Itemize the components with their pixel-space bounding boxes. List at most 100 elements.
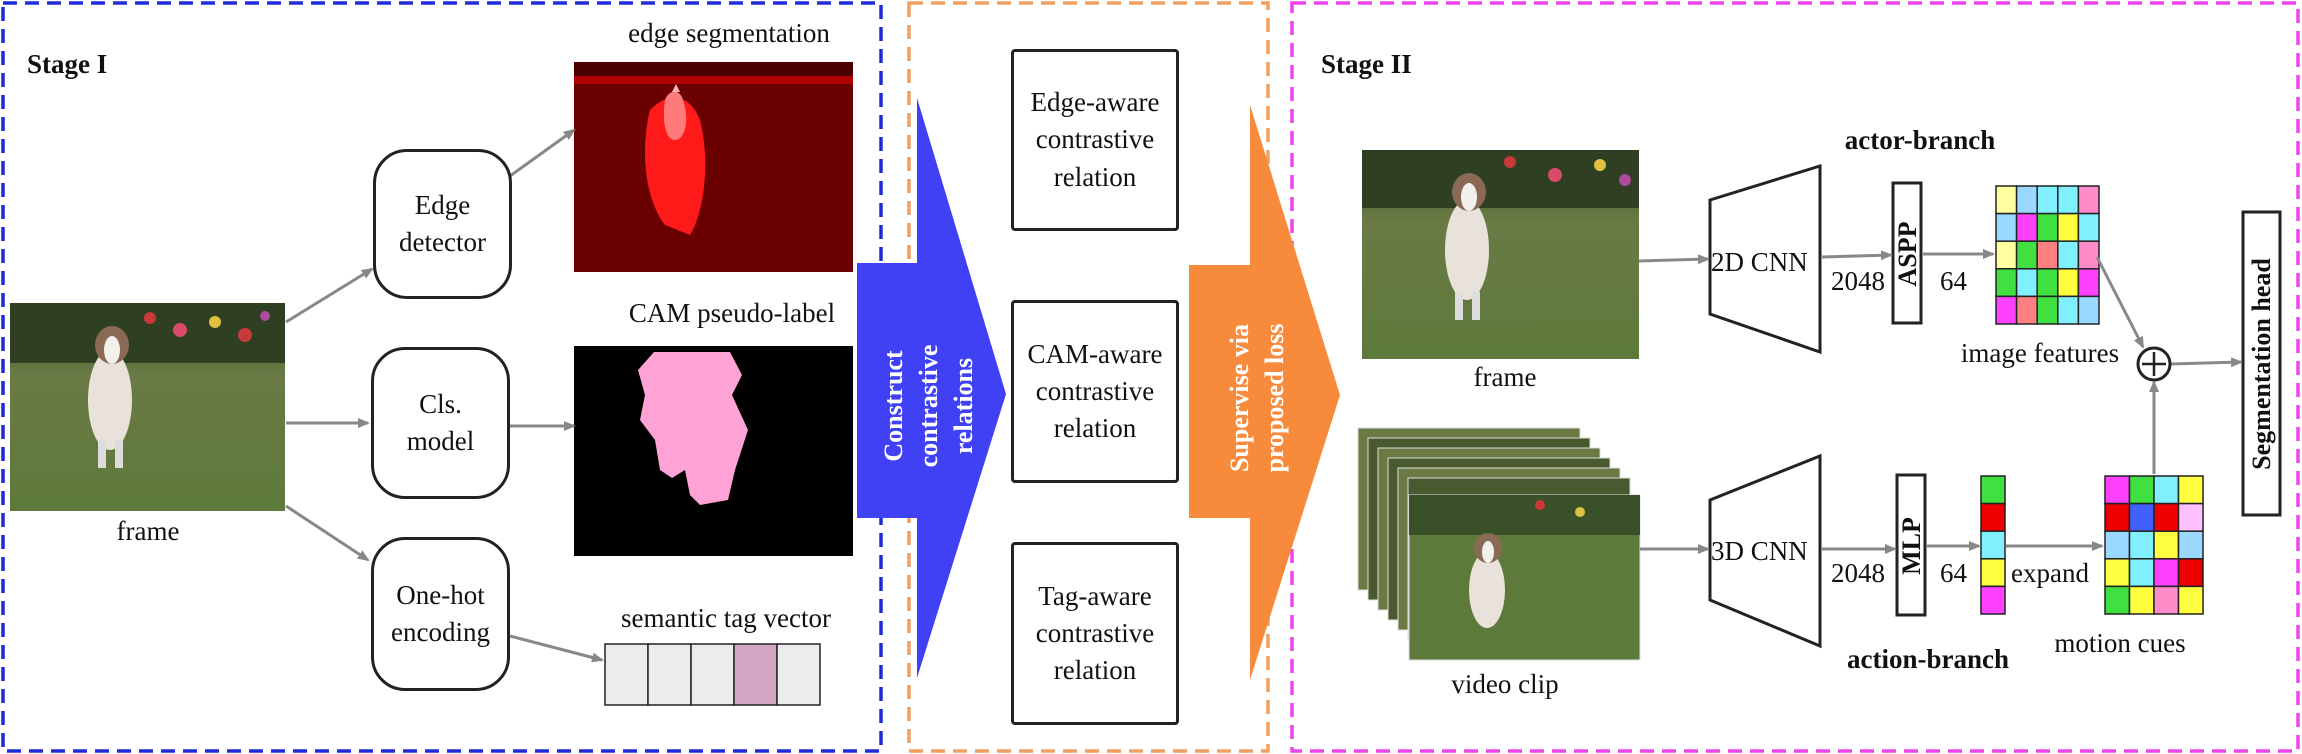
image-feature-cell: [1995, 295, 2018, 325]
image-feature-cell: [2057, 185, 2080, 215]
edge-segmentation-label: edge segmentation: [628, 18, 830, 48]
edge-segmentation-image: [574, 62, 853, 272]
image-feature-cell: [2036, 212, 2059, 242]
tag-aware-relation-box: Tag-aware contrastive relation: [1011, 542, 1179, 725]
video-clip-stack: [1357, 427, 1641, 661]
dim-in-bottom: 2048: [1831, 558, 1885, 588]
segmentation-head-label: Segmentation head: [2247, 258, 2276, 470]
stage2-frame-image: [1362, 150, 1639, 359]
tag-vector-cell: [647, 643, 692, 706]
image-feature-cell: [2036, 240, 2059, 270]
motion-cue-cell: [2104, 558, 2131, 588]
motion-cue-cell: [2104, 585, 2131, 615]
cnn3d-block: [1708, 453, 1822, 649]
motion-cue-cell: [2104, 530, 2131, 560]
stage2-frame-label: frame: [1473, 362, 1537, 392]
cls-model-box: Cls. model: [371, 347, 510, 499]
mlp-vector-cell: [1980, 502, 2006, 532]
plus-to-head-arrow: [2169, 357, 2243, 368]
stage1-frame-label: frame: [116, 516, 180, 546]
tag-vector-cell: [733, 643, 778, 706]
mlp-vector-cell: [1980, 558, 2006, 588]
motion-cue-cell: [2177, 530, 2204, 560]
construct-relations-text: Construct contrastive relations: [879, 344, 979, 468]
motion-cue-cell: [2128, 585, 2155, 615]
motion-cue-cell: [2128, 475, 2155, 505]
expand-label: expand: [2011, 558, 2089, 588]
cnn2d-label: 2D CNN: [1711, 247, 1808, 277]
tag-vector-cell: [776, 643, 821, 706]
dim-in-top: 2048: [1831, 266, 1885, 296]
stage1-title: Stage I: [27, 49, 108, 79]
image-feature-cell: [1995, 212, 2018, 242]
frame-to-edge-arrow: [285, 267, 374, 324]
image-feature-cell: [2036, 268, 2059, 298]
mlp-vector-cell: [1980, 475, 2006, 505]
onehot-encoding-box: One-hot encoding: [371, 537, 510, 691]
motion-cue-cell: [2153, 530, 2180, 560]
motion-cue-cell: [2128, 558, 2155, 588]
image-feature-cell: [2057, 295, 2080, 325]
tag-vector-cell: [690, 643, 735, 706]
2dcnn-to-aspp-arrow: [1821, 250, 1893, 261]
mlp-vector-cell: [1980, 585, 2006, 615]
supervise-loss-arrow: [1189, 105, 1340, 680]
segmentation-head-box: [2241, 210, 2282, 517]
mlp-box: [1895, 473, 1927, 617]
cam-pseudo-label-label: CAM pseudo-label: [628, 298, 836, 328]
cnn2d-block: [1708, 163, 1822, 355]
motion-cue-cell: [2128, 502, 2155, 532]
image-feature-cell: [2015, 240, 2038, 270]
motion-cues-grid: [2104, 475, 2204, 615]
frame-to-2dcnn-arrow: [1638, 254, 1710, 265]
construct-relations-arrow: [857, 98, 1006, 678]
image-feature-cell: [1995, 268, 2018, 298]
motion-cue-cell: [2153, 475, 2180, 505]
motion-cue-cell: [2177, 558, 2204, 588]
image-feature-cell: [1995, 240, 2018, 270]
image-feature-cell: [2015, 212, 2038, 242]
motion-cue-cell: [2177, 475, 2204, 505]
cnn3d-label: 3D CNN: [1711, 536, 1808, 566]
image-feature-cell: [2015, 295, 2038, 325]
mlp-vector-cell: [1980, 530, 2006, 560]
semantic-tag-vector: [604, 643, 821, 706]
image-feature-cell: [2036, 295, 2059, 325]
features-to-plus-arrow: [2095, 256, 2145, 349]
cam-pseudo-label-image: [574, 346, 853, 556]
video-front-frame: [1408, 494, 1641, 661]
image-feature-cell: [2015, 185, 2038, 215]
motion-cue-cell: [2104, 475, 2131, 505]
edge-detector-box: Edge detector: [373, 149, 512, 299]
motion-cue-cell: [2104, 502, 2131, 532]
aspp-box: [1891, 181, 1923, 325]
image-feature-cell: [2015, 268, 2038, 298]
image-feature-cell: [2077, 268, 2100, 298]
image-feature-cell: [2077, 185, 2100, 215]
dim-out-top: 64: [1940, 266, 1967, 296]
motion-cue-cell: [2153, 585, 2180, 615]
stage1-frame-image: [10, 303, 285, 511]
mlp-label: MLP: [1897, 517, 1926, 575]
mlp-vector: [1980, 475, 2006, 615]
edge-aware-relation-box: Edge-aware contrastive relation: [1011, 49, 1179, 231]
image-feature-cell: [1995, 185, 2018, 215]
image-feature-cell: [2057, 212, 2080, 242]
image-feature-cell: [2057, 240, 2080, 270]
supervise-loss-text: Supervise via proposed loss: [1225, 323, 1290, 473]
motion-cue-cell: [2153, 558, 2180, 588]
motion-cue-cell: [2177, 502, 2204, 532]
motion-cue-cell: [2153, 502, 2180, 532]
image-feature-cell: [2077, 240, 2100, 270]
edge-to-seg-arrow: [509, 128, 576, 178]
motion-cues-label: motion cues: [2054, 628, 2186, 658]
action-branch-label: action-branch: [1847, 644, 2009, 674]
stage2-title: Stage II: [1321, 49, 1412, 79]
onehot-to-tag-arrow: [509, 634, 604, 663]
image-feature-cell: [2077, 295, 2100, 325]
cam-aware-relation-box: CAM-aware contrastive relation: [1011, 300, 1179, 483]
image-features-grid: [1995, 185, 2100, 325]
dim-out-bottom: 64: [1940, 558, 1967, 588]
frame-to-onehot-arrow: [285, 504, 370, 562]
